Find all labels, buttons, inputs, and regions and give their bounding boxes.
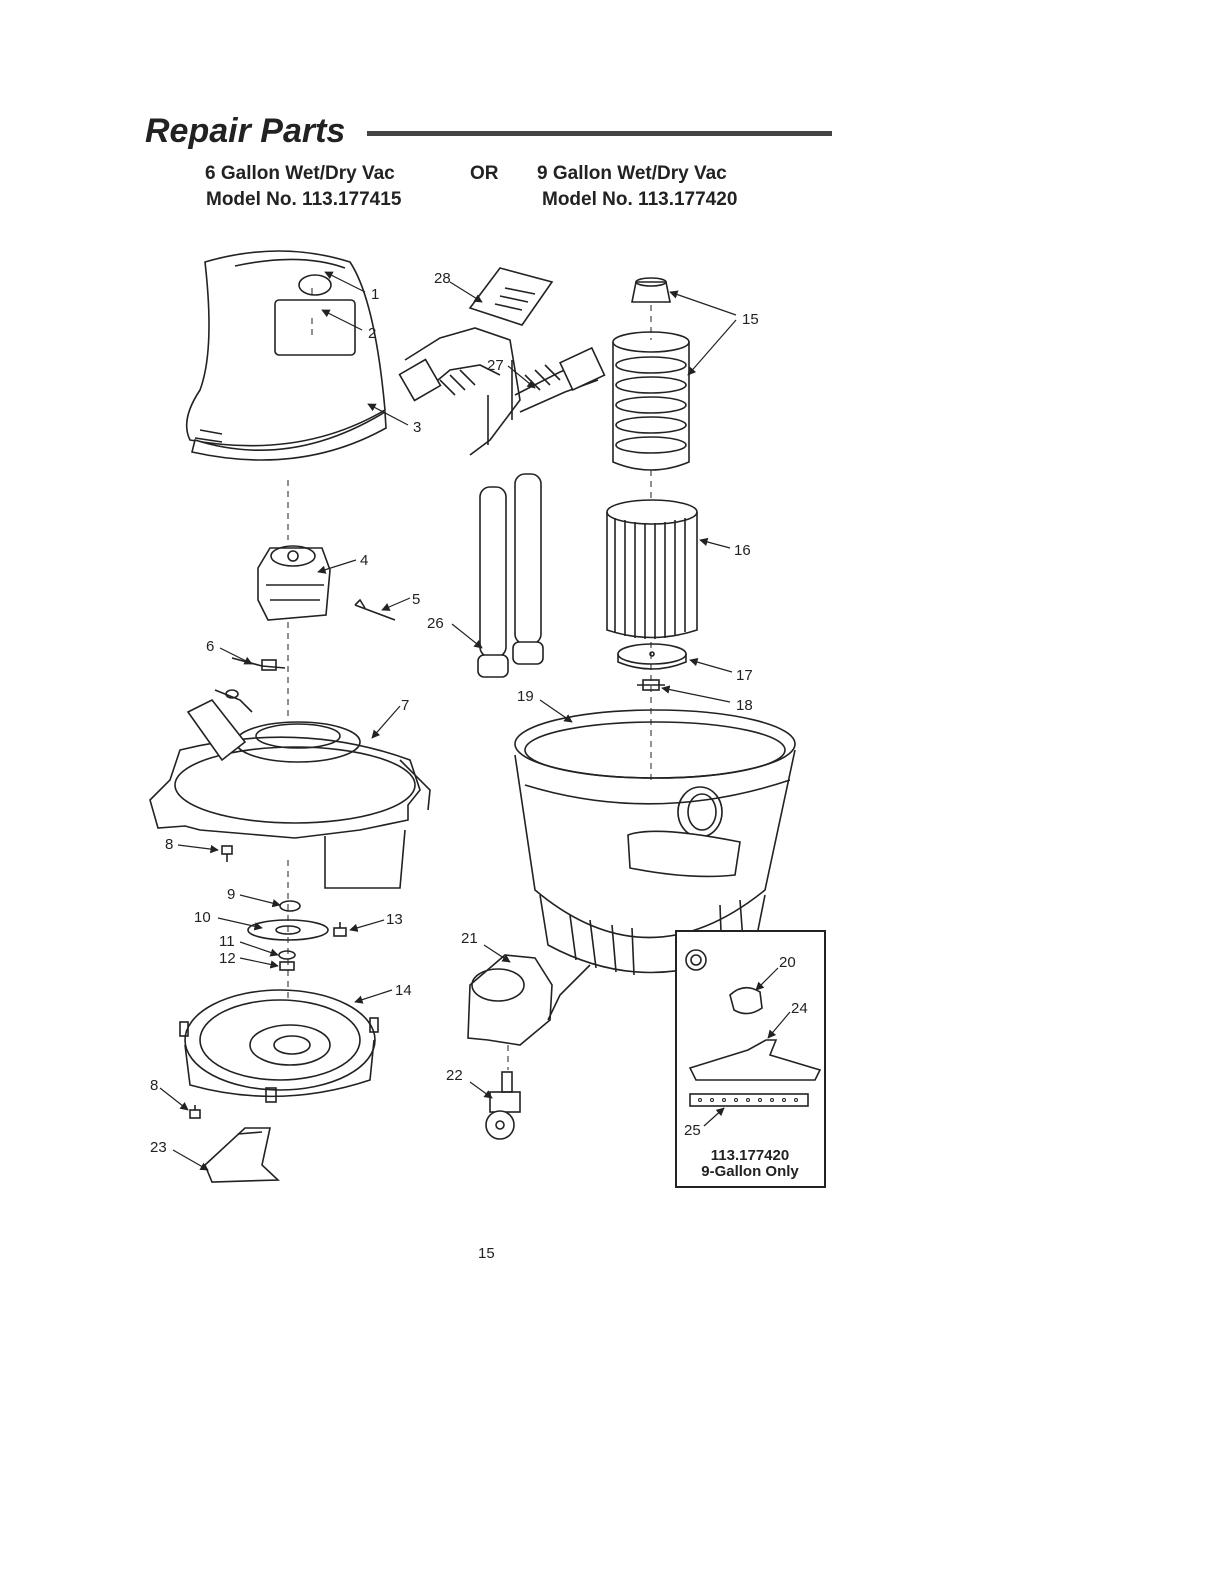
callout-6: 6 [206, 638, 214, 655]
callout-9: 9 [227, 886, 235, 903]
callout-18: 18 [736, 697, 753, 714]
model-b-name: 9 Gallon Wet/Dry Vac [537, 163, 727, 184]
clip-part [354, 598, 396, 621]
callout-15: 15 [742, 311, 759, 328]
floor-nozzle-part [204, 1127, 280, 1183]
callout-17: 17 [736, 667, 753, 684]
callout-10: 10 [194, 909, 211, 926]
callout-14: 14 [395, 982, 412, 999]
inset-note: 9-Gallon Only [701, 1163, 799, 1180]
callout-23: 23 [150, 1139, 167, 1156]
callout-7: 7 [401, 697, 409, 714]
page-number: 15 [478, 1245, 495, 1262]
callout-1: 1 [371, 286, 379, 303]
connector-or: OR [470, 163, 499, 184]
callout-3: 3 [413, 419, 421, 436]
extension-wands-part [477, 473, 544, 678]
caster-bracket-part [467, 954, 591, 1046]
cord-part [214, 657, 286, 713]
callout-26: 26 [427, 615, 444, 632]
alignment-lines [287, 288, 652, 1070]
callout-20: 20 [779, 954, 796, 971]
tank-part [514, 709, 796, 976]
callout-27: 27 [487, 357, 504, 374]
base-part [179, 989, 379, 1103]
callout-8b: 8 [150, 1077, 158, 1094]
callout-24: 24 [791, 1000, 808, 1017]
model-b-number: Model No. 113.177420 [542, 189, 738, 210]
cartridge-filter-part [606, 499, 698, 639]
callout-19: 19 [517, 688, 534, 705]
callout-5: 5 [412, 591, 420, 608]
callout-leaders [159, 271, 737, 1171]
model-a-number: Model No. 113.177415 [206, 189, 402, 210]
callout-21: 21 [461, 930, 478, 947]
lid-part [149, 698, 431, 889]
callout-4: 4 [360, 552, 368, 569]
callout-12: 12 [219, 950, 236, 967]
inset-box [675, 930, 826, 1188]
model-a-name: 6 Gallon Wet/Dry Vac [205, 163, 395, 184]
screw-13-part [333, 922, 347, 937]
callout-28: 28 [434, 270, 451, 287]
filter-cage-part [612, 277, 690, 471]
callout-16: 16 [734, 542, 751, 559]
motor-cover-part [185, 250, 387, 461]
filter-plate-part [617, 643, 687, 670]
callout-25: 25 [684, 1122, 701, 1139]
manual-part [468, 267, 554, 326]
hose-part [398, 327, 606, 456]
page-title: Repair Parts [145, 112, 346, 150]
motor-part [257, 545, 331, 621]
callout-8: 8 [165, 836, 173, 853]
callout-2: 2 [368, 325, 376, 342]
title-rule [367, 131, 832, 136]
inset-model: 113.177420 [711, 1147, 789, 1164]
callout-13: 13 [386, 911, 403, 928]
caster-wheel-part [485, 1071, 521, 1140]
callout-11: 11 [219, 933, 235, 950]
callout-22: 22 [446, 1067, 463, 1084]
screw-part [189, 845, 233, 1119]
